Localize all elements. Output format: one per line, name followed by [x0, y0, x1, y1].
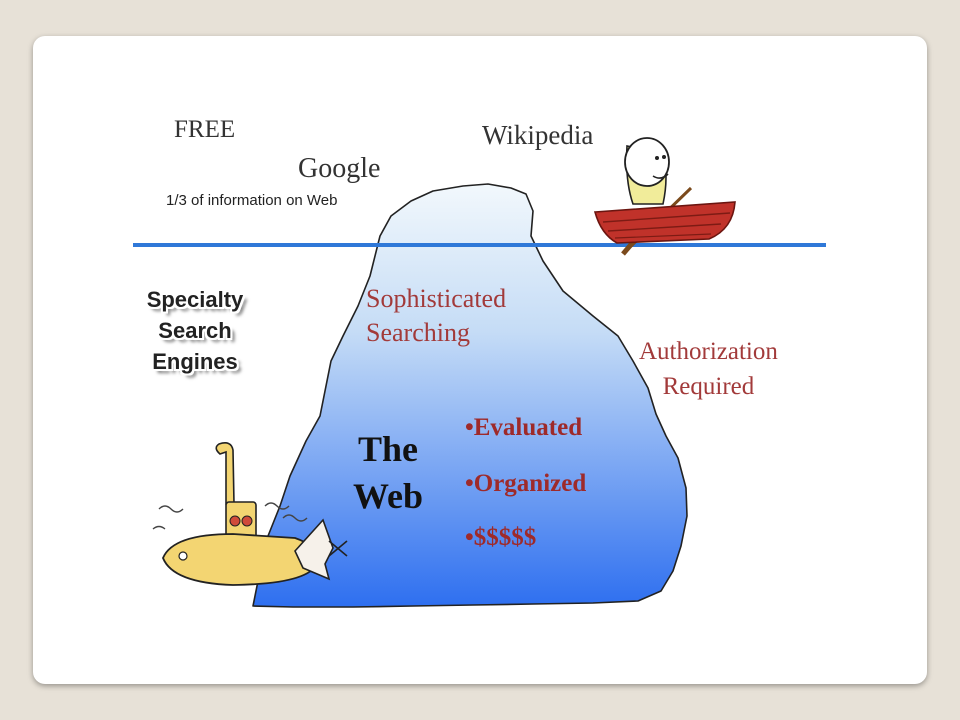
specialty-search-engines-label: Specialty Search Engines [130, 284, 260, 377]
required-line: Required [662, 373, 755, 400]
google-label: Google [298, 153, 381, 184]
iceberg-diagram [133, 137, 826, 608]
the-web-label: The Web [353, 426, 423, 520]
sophisticated-line: Sophisticated [366, 284, 507, 313]
sophisticated-searching-label: Sophisticated Searching [366, 282, 506, 350]
free-label: FREE [174, 116, 236, 143]
slide-card: FREE Google 1/3 of information on Web Wi… [33, 36, 927, 684]
submarine-icon [152, 442, 348, 586]
bullet-organized: •Organized [465, 470, 587, 497]
search-line: Search [158, 318, 232, 343]
the-line: The [358, 429, 419, 469]
authorization-required-label: Authorization Required [639, 334, 778, 404]
bullet-cost: •$$$$$ [465, 524, 537, 551]
specialty-line: Specialty [146, 287, 244, 312]
engines-line: Engines [152, 349, 238, 374]
web-line: Web [353, 476, 424, 516]
searching-line: Searching [366, 318, 470, 347]
wikipedia-label: Wikipedia [482, 120, 594, 150]
fraction-note: 1/3 of information on Web [166, 192, 338, 209]
boat-rower-icon [593, 137, 736, 256]
authorization-line: Authorization [639, 338, 778, 365]
iceberg-shape [252, 183, 688, 608]
bullet-evaluated: •Evaluated [465, 414, 583, 441]
